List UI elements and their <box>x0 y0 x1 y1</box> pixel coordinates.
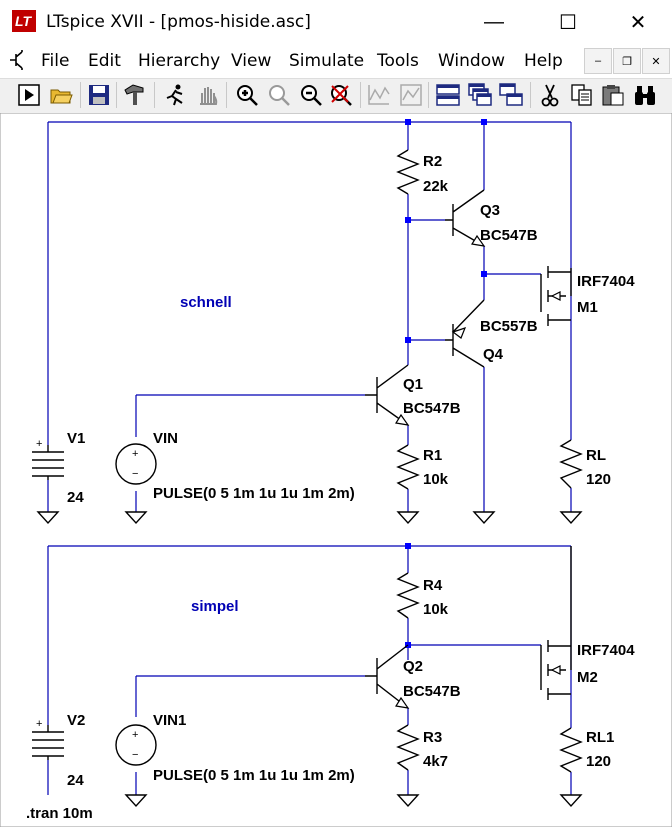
mdi-restore-button[interactable]: ❐ <box>613 48 641 74</box>
control-panel-icon[interactable] <box>122 82 148 108</box>
mdi-close-button[interactable]: ✕ <box>642 48 670 74</box>
run-icon[interactable] <box>16 82 42 108</box>
r1-value[interactable]: 10k <box>423 471 449 488</box>
minimize-button[interactable]: — <box>484 10 504 33</box>
toolbar-separator <box>530 82 531 108</box>
menu-simulate[interactable]: Simulate <box>289 51 365 71</box>
window-title: LTspice XVII - [pmos-hiside.asc] <box>46 12 311 32</box>
schematic-drawing: + + + − + − schnell R2 22k Q3 BC547B IRF… <box>0 112 672 828</box>
pan-hand-icon[interactable] <box>194 82 220 108</box>
toolbar-separator <box>154 82 155 108</box>
v1-value[interactable]: 24 <box>67 489 84 506</box>
find-binoculars-icon[interactable] <box>632 82 658 108</box>
q4-model[interactable]: BC557B <box>480 318 538 335</box>
cascade-icon[interactable] <box>467 82 493 108</box>
zoom-in-icon[interactable] <box>234 82 260 108</box>
menu-file[interactable]: File <box>41 51 70 71</box>
spice-directive[interactable]: .tran 10m <box>26 805 93 822</box>
vin1-name[interactable]: VIN1 <box>153 712 186 729</box>
q3-model[interactable]: BC547B <box>480 227 538 244</box>
r4-value[interactable]: 10k <box>423 601 449 618</box>
m1-name[interactable]: M1 <box>577 299 598 316</box>
cut-icon[interactable] <box>537 82 563 108</box>
rl1-name[interactable]: RL1 <box>586 729 614 746</box>
toolbar-separator <box>360 82 361 108</box>
v1-name[interactable]: V1 <box>67 430 85 447</box>
title-bar: LT LTspice XVII - [pmos-hiside.asc] — ☐ … <box>0 0 672 44</box>
mdi-minimize-button[interactable]: – <box>584 48 612 74</box>
tile-horizontal-icon[interactable] <box>435 82 461 108</box>
net-label-simpel[interactable]: simpel <box>191 598 239 615</box>
r3-name[interactable]: R3 <box>423 729 442 746</box>
r2-name[interactable]: R2 <box>423 153 442 170</box>
open-icon[interactable] <box>48 82 74 108</box>
rl-value[interactable]: 120 <box>586 471 611 488</box>
ground-symbols <box>36 511 583 808</box>
paste-icon[interactable] <box>600 82 626 108</box>
tile-vertical-icon[interactable] <box>498 82 524 108</box>
r4-name[interactable]: R4 <box>423 577 443 594</box>
v2-name[interactable]: V2 <box>67 712 85 729</box>
svg-text:LT: LT <box>15 13 33 29</box>
rl1-value[interactable]: 120 <box>586 753 611 770</box>
r1-name[interactable]: R1 <box>423 447 442 464</box>
schematic-doc-icon <box>10 50 23 70</box>
net-label-schnell[interactable]: schnell <box>180 294 232 311</box>
m2-name[interactable]: M2 <box>577 669 598 686</box>
svg-text:+: + <box>132 448 138 460</box>
menu-window[interactable]: Window <box>438 51 506 71</box>
v2-value[interactable]: 24 <box>67 772 84 789</box>
halt-icon[interactable] <box>162 82 188 108</box>
menu-tools[interactable]: Tools <box>377 51 419 71</box>
rl-name[interactable]: RL <box>586 447 606 464</box>
svg-text:+: + <box>132 729 138 741</box>
ltspice-logo-icon: LT <box>12 10 36 32</box>
m2-model[interactable]: IRF7404 <box>577 642 635 659</box>
zoom-out-icon[interactable] <box>298 82 324 108</box>
q3-name[interactable]: Q3 <box>480 202 500 219</box>
toolbar-separator <box>226 82 227 108</box>
m1-model[interactable]: IRF7404 <box>577 273 635 290</box>
vin1-value[interactable]: PULSE(0 5 1m 1u 1u 1m 2m) <box>153 767 355 784</box>
menu-view[interactable]: View <box>231 51 272 71</box>
zoom-fit-icon[interactable] <box>266 82 292 108</box>
menu-hierarchy[interactable]: Hierarchy <box>138 51 221 71</box>
svg-text:+: + <box>36 438 42 450</box>
svg-text:−: − <box>132 468 138 480</box>
q2-model[interactable]: BC547B <box>403 683 461 700</box>
vin-name[interactable]: VIN <box>153 430 178 447</box>
vin-value[interactable]: PULSE(0 5 1m 1u 1u 1m 2m) <box>153 485 355 502</box>
menu-bar: File Edit Hierarchy View Simulate Tools … <box>0 44 672 76</box>
plot-pane-icon[interactable] <box>398 82 424 108</box>
q2-name[interactable]: Q2 <box>403 658 423 675</box>
save-icon[interactable] <box>86 82 112 108</box>
copy-icon[interactable] <box>569 82 595 108</box>
svg-text:+: + <box>36 718 42 730</box>
plot-settings-icon[interactable] <box>366 82 392 108</box>
menu-help[interactable]: Help <box>524 51 563 71</box>
toolbar-separator <box>428 82 429 108</box>
svg-text:−: − <box>132 749 138 761</box>
toolbar-separator <box>80 82 81 108</box>
close-button[interactable]: ✕ <box>629 11 647 34</box>
q4-name[interactable]: Q4 <box>483 346 504 363</box>
cancel-zoom-icon[interactable] <box>328 82 354 108</box>
toolbar-separator <box>116 82 117 108</box>
r2-value[interactable]: 22k <box>423 178 449 195</box>
q1-model[interactable]: BC547B <box>403 400 461 417</box>
schematic-canvas[interactable]: + + + − + − schnell R2 22k Q3 BC547B IRF… <box>0 112 672 828</box>
r3-value[interactable]: 4k7 <box>423 753 448 770</box>
maximize-button[interactable]: ☐ <box>559 11 577 34</box>
q1-name[interactable]: Q1 <box>403 376 423 393</box>
menu-edit[interactable]: Edit <box>88 51 121 71</box>
